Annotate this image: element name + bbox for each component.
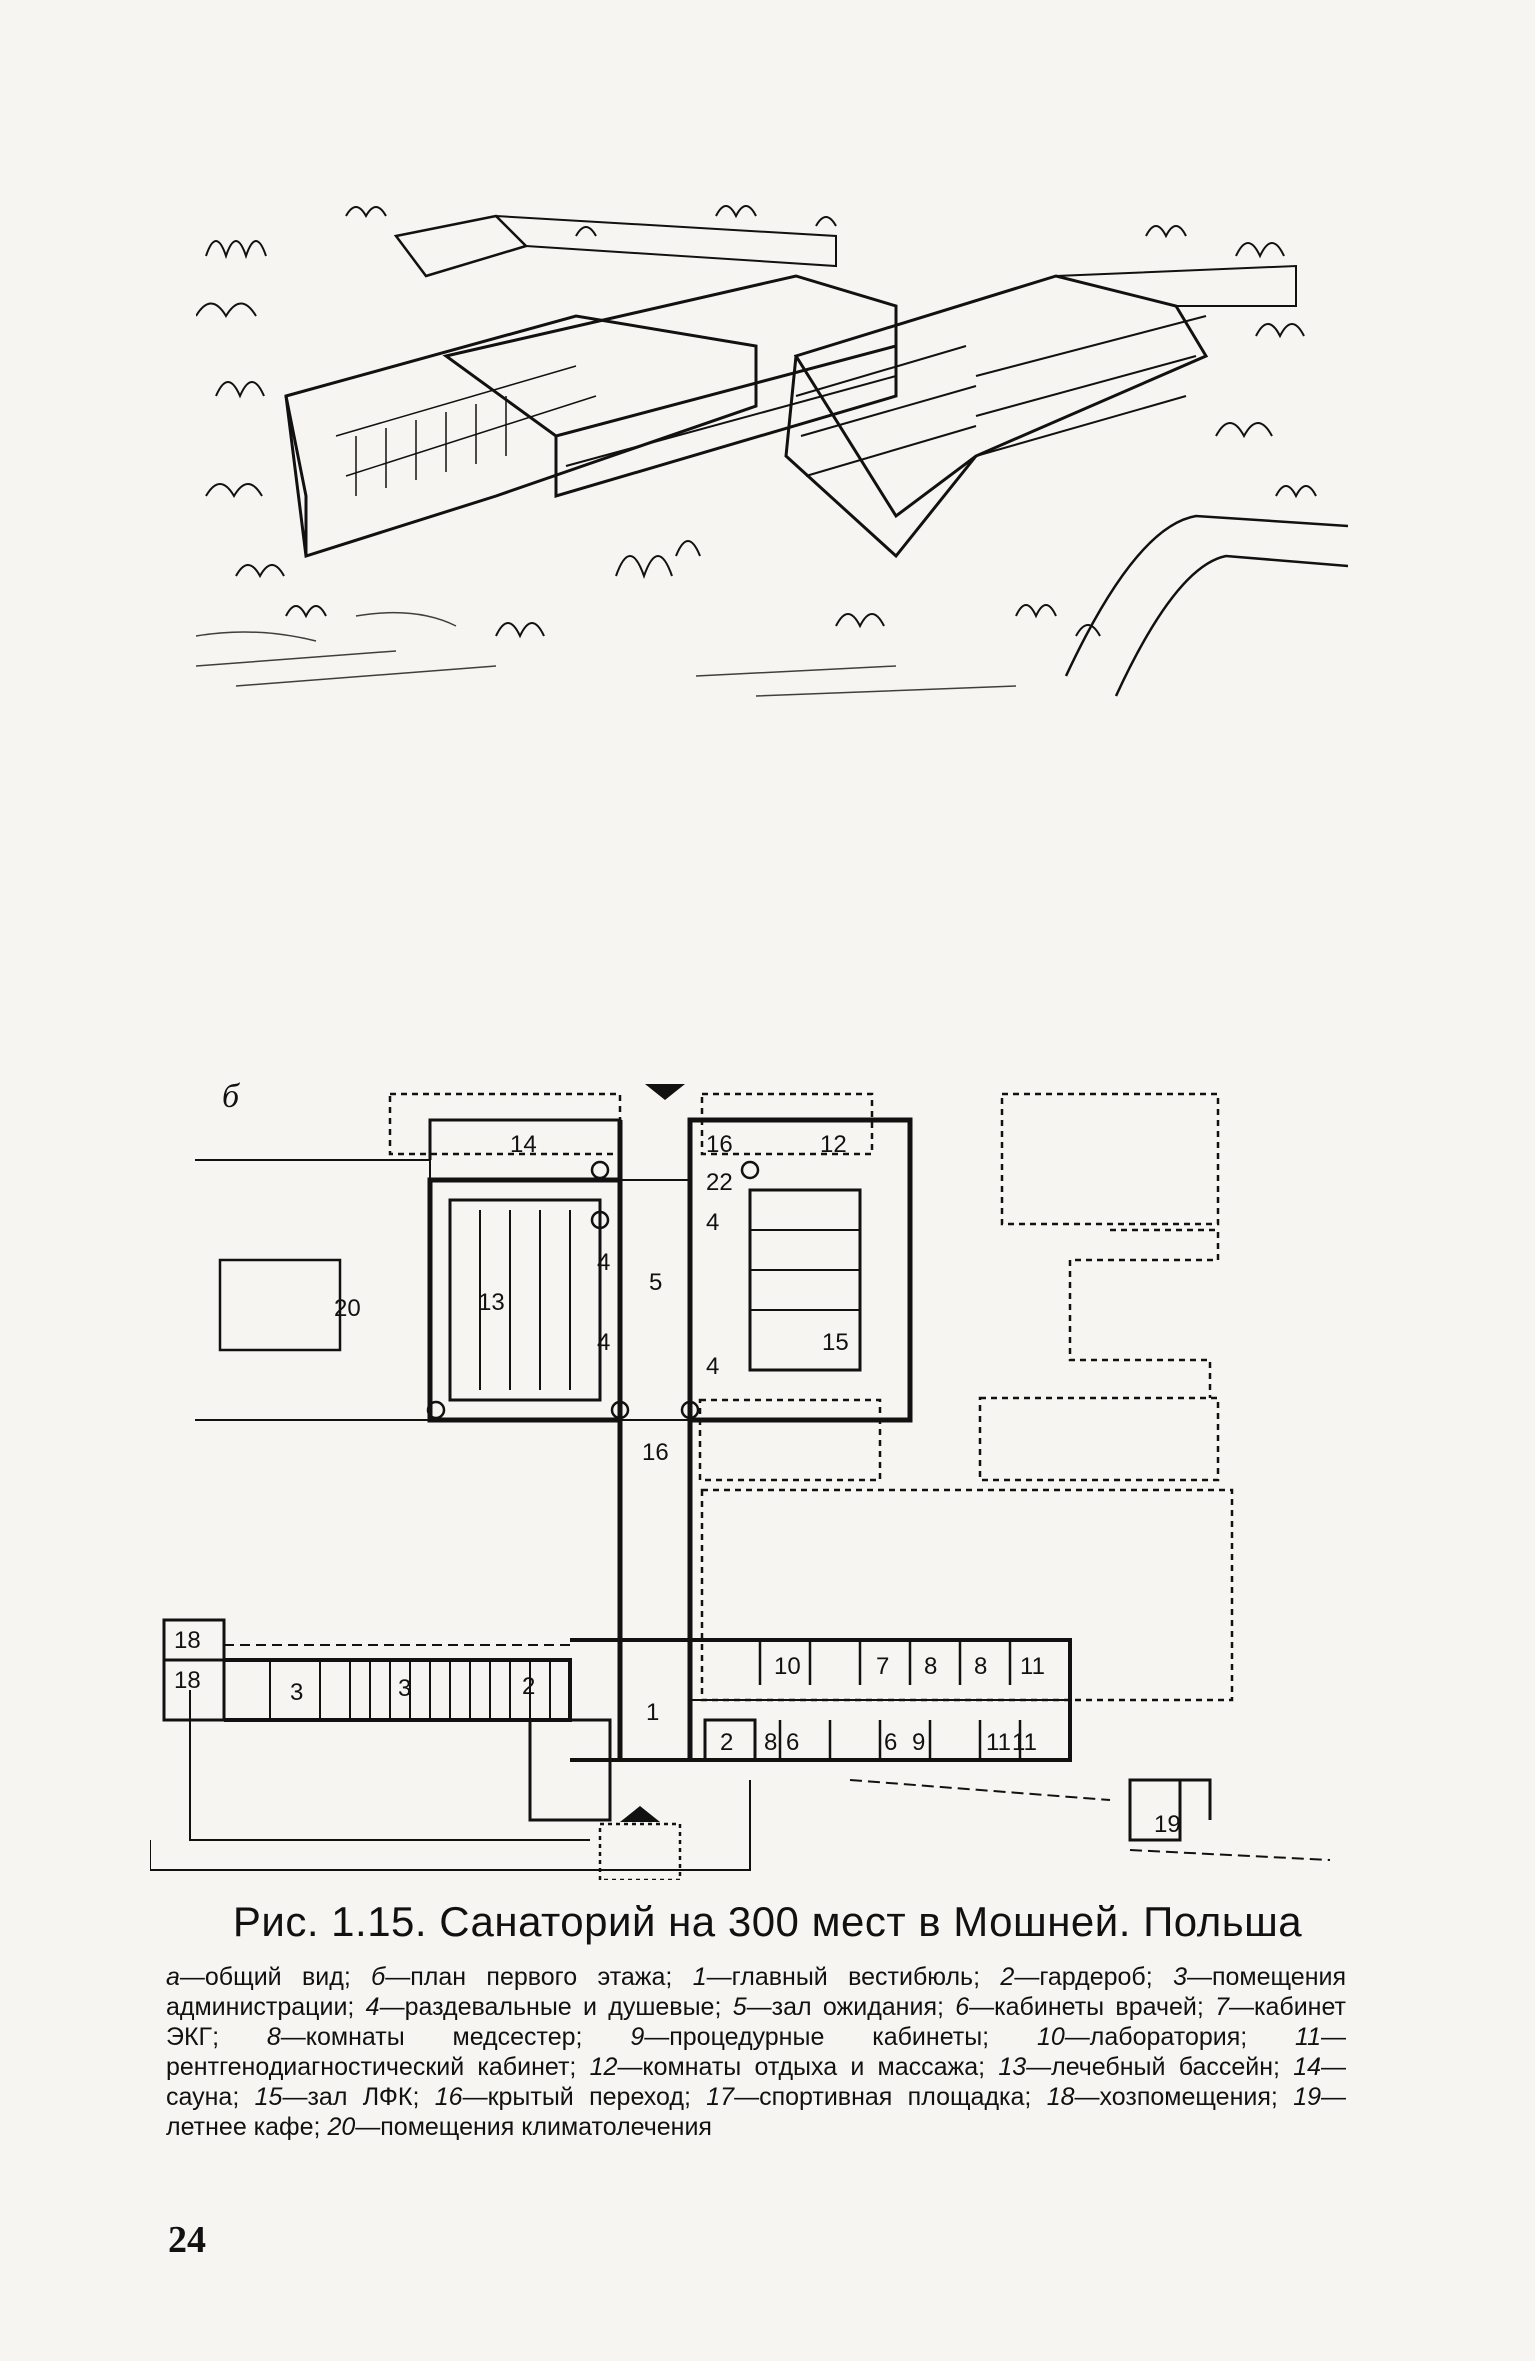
- room-7: 7: [876, 1653, 889, 1680]
- figure-title: Рис. 1.15. Санаторий на 300 мест в Мошне…: [232, 1898, 1303, 1945]
- legend-text: —кабинет ЭКГ;: [166, 1993, 1347, 2051]
- legend-text: —зал ожидания;: [746, 1993, 956, 2021]
- room-16-top: 16: [706, 1131, 733, 1158]
- room-4-d: 4: [706, 1353, 719, 1380]
- plan-room-numbers: 14 16 22 12 13 20 4 4 4 4 5 15 16 18 18 …: [174, 1131, 1181, 1838]
- room-4-a: 4: [597, 1249, 610, 1276]
- legend-key: 14: [1293, 2053, 1321, 2081]
- room-19: 19: [1154, 1811, 1181, 1838]
- room-11-a: 11: [1020, 1653, 1045, 1680]
- room-8-b: 8: [974, 1653, 987, 1680]
- legend-key: 15: [254, 2083, 283, 2111]
- room-1: 1: [646, 1699, 659, 1726]
- legend-text: —спортивная площадка;: [734, 2083, 1047, 2111]
- room-3-b: 3: [398, 1675, 411, 1702]
- legend-text: —хозпомещения;: [1074, 2083, 1294, 2111]
- room-6-a: 6: [786, 1729, 799, 1756]
- room-2-a: 2: [522, 1673, 535, 1700]
- room-11-c: 11: [1012, 1729, 1037, 1756]
- legend-key: 3: [1173, 1963, 1187, 1991]
- room-9: 9: [912, 1729, 925, 1756]
- legend-key: 20: [327, 2113, 356, 2141]
- room-4-b: 4: [597, 1329, 610, 1356]
- legend-key: 13: [998, 2053, 1027, 2081]
- room-22: 22: [706, 1169, 733, 1196]
- legend-key: а: [166, 1963, 180, 1991]
- legend-key: 4: [365, 1993, 380, 2021]
- legend-key: 8: [266, 2023, 281, 2051]
- room-18-a: 18: [174, 1627, 201, 1654]
- legend-text: —лечебный бассейн;: [1026, 2053, 1294, 2081]
- ground-floor-plan: 14 16 22 12 13 20 4 4 4 4 5 15 16 18 18 …: [150, 1084, 1330, 1880]
- room-15: 15: [822, 1329, 849, 1356]
- legend-text: —помещения климатолечения: [355, 2113, 712, 2141]
- legend-text: —сауна;: [166, 2053, 1346, 2111]
- legend-text: —общий вид;: [179, 1963, 372, 1991]
- general-view-illustration: [196, 205, 1348, 697]
- room-10: 10: [774, 1653, 801, 1680]
- legend-key: 6: [955, 1993, 970, 2021]
- legend-text: —комнаты отдыха и массажа;: [617, 2053, 999, 2081]
- legend-key: 12: [589, 2053, 618, 2081]
- page-number: 24: [168, 2219, 206, 2261]
- legend-key: 11: [1295, 2023, 1321, 2051]
- room-16-bottom: 16: [642, 1439, 669, 1466]
- legend-key: 18: [1046, 2083, 1075, 2111]
- legend-key: б: [371, 1963, 386, 1991]
- room-8-c: 8: [764, 1729, 777, 1756]
- legend-text: —зал ЛФК;: [282, 2083, 435, 2111]
- room-12: 12: [820, 1131, 847, 1158]
- room-2-b: 2: [720, 1729, 733, 1756]
- room-11-b: 11: [986, 1729, 1011, 1756]
- room-6-b: 6: [884, 1729, 897, 1756]
- room-8-a: 8: [924, 1653, 937, 1680]
- legend-key: 17: [706, 2083, 735, 2111]
- room-14: 14: [510, 1131, 537, 1158]
- legend-text: —помещения администрации;: [166, 1963, 1347, 2021]
- room-13: 13: [478, 1289, 505, 1316]
- legend-key: 10: [1036, 2023, 1065, 2051]
- room-4-c: 4: [706, 1209, 719, 1236]
- legend-key: 2: [1000, 1963, 1015, 1991]
- figure-legend: а—общий вид; б—план первого этажа; 1—гла…: [166, 1962, 1346, 2142]
- legend-text: —комнаты медсестер;: [280, 2023, 631, 2051]
- legend-text: —главный вестибюль;: [706, 1963, 1001, 1991]
- room-5: 5: [649, 1269, 662, 1296]
- legend-text: —рентгенодиагностический кабинет;: [166, 2023, 1346, 2081]
- legend-text: —гардероб;: [1014, 1963, 1174, 1991]
- legend-key: 19: [1293, 2083, 1321, 2111]
- legend-key: 9: [630, 2023, 645, 2051]
- legend-text: —процедурные кабинеты;: [644, 2023, 1037, 2051]
- legend-key: 16: [434, 2083, 463, 2111]
- legend-key: 7: [1215, 1993, 1229, 2021]
- room-3-a: 3: [290, 1679, 303, 1706]
- plan-figure-label: б: [222, 1078, 240, 1115]
- legend-text: —лаборатория;: [1064, 2023, 1296, 2051]
- legend-text: —кабинеты врачей;: [969, 1993, 1216, 2021]
- room-18-b: 18: [174, 1667, 201, 1694]
- legend-text: —раздевальные и душевые;: [379, 1993, 733, 2021]
- legend-text: —летнее кафе;: [166, 2083, 1346, 2141]
- room-20: 20: [334, 1295, 361, 1322]
- legend-key: 1: [692, 1963, 707, 1991]
- legend-text: —план первого этажа;: [385, 1963, 693, 1991]
- legend-text: —крытый переход;: [462, 2083, 707, 2111]
- legend-key: 5: [732, 1993, 747, 2021]
